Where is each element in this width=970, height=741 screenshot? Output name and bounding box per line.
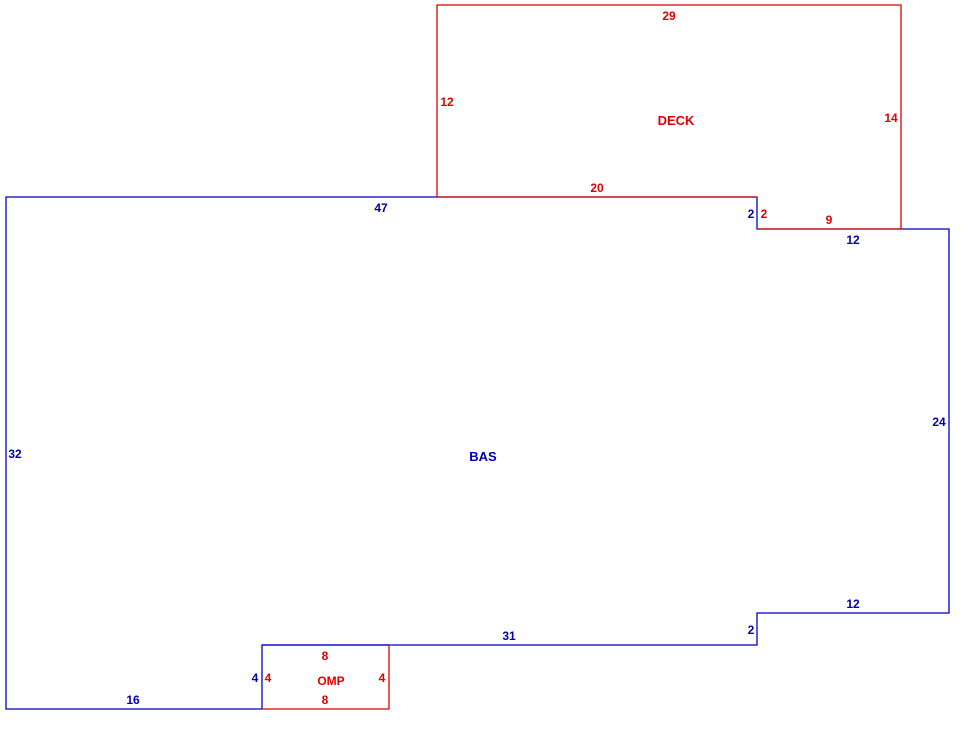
deck-dim-bottom: 20: [590, 181, 604, 195]
omp-dim-bottom: 8: [322, 693, 329, 707]
deck-dim-left: 12: [440, 95, 454, 109]
bas-dim-left: 32: [8, 447, 22, 461]
deck-outline: [436, 4, 902, 229]
omp-area-label: OMP: [317, 674, 344, 688]
bas-dim-step: 2: [748, 623, 755, 637]
bas-dim-bottom: 16: [126, 693, 140, 707]
bas-area-label: BAS: [469, 449, 497, 464]
bas-dim-top: 47: [374, 201, 388, 215]
bas-outline: [5, 196, 950, 710]
bas-dim-upper-right-top: 12: [846, 233, 860, 247]
deck-dim-right: 14: [884, 111, 898, 125]
bas-dim-omp-side: 4: [252, 671, 259, 685]
deck-dim-notch: 2: [761, 207, 768, 221]
bas-dim-right: 24: [932, 415, 946, 429]
deck-dim-top: 29: [662, 9, 676, 23]
omp-dim-top: 8: [322, 649, 329, 663]
bas-dim-notch-top: 2: [748, 207, 755, 221]
bas-dim-mid-bottom: 31: [502, 629, 516, 643]
omp-dim-right: 4: [379, 671, 386, 685]
deck-area-label: DECK: [658, 113, 695, 128]
omp-outline: [262, 645, 390, 710]
bas-dim-lower-right-top: 12: [846, 597, 860, 611]
deck-dim-notch-bottom: 9: [826, 213, 833, 227]
omp-dim-left: 4: [265, 671, 272, 685]
